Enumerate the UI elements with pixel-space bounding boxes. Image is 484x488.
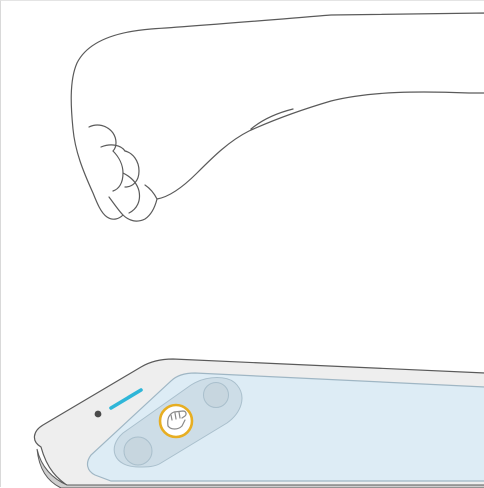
camera-icon	[95, 411, 102, 418]
fist-hand	[71, 13, 484, 221]
gesture-center-ring	[160, 405, 192, 437]
gesture-circle-top	[204, 383, 229, 408]
hand-outline	[71, 13, 484, 221]
phone	[34, 359, 484, 488]
gesture-circle-bottom	[124, 437, 152, 465]
